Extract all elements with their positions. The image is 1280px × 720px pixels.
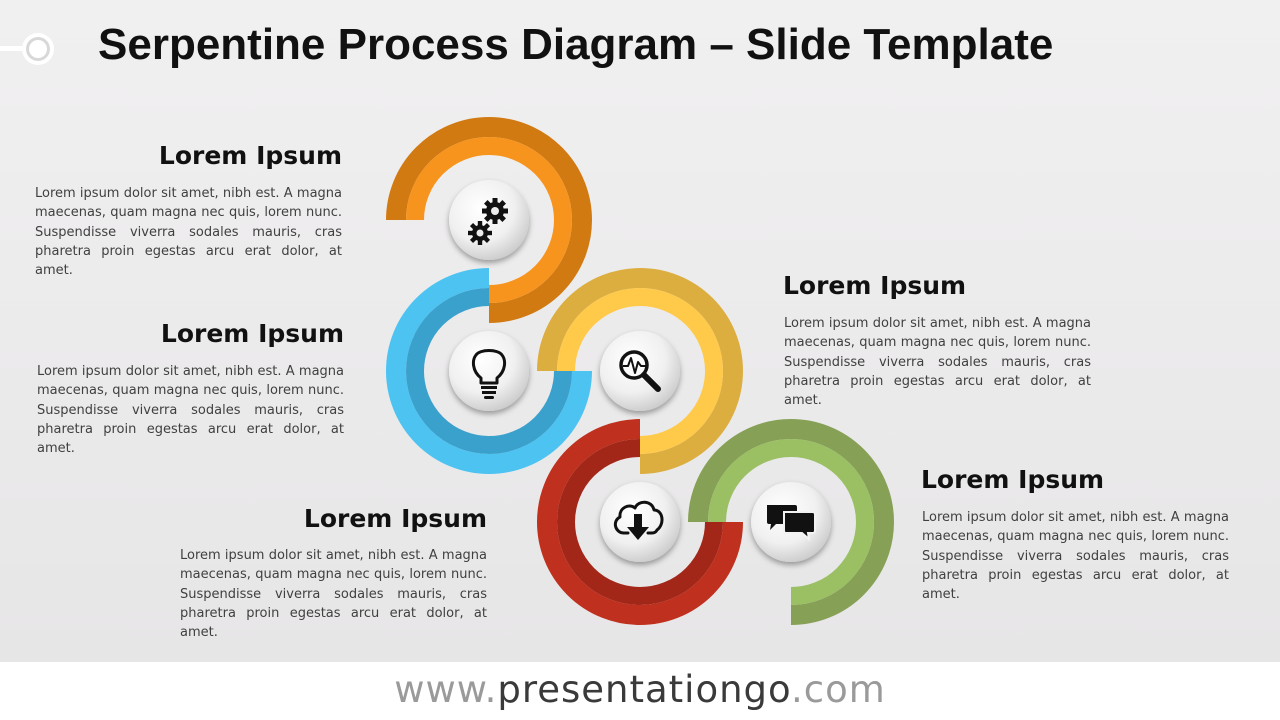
chat-bubbles-button xyxy=(751,482,831,562)
red-arc xyxy=(537,419,743,625)
cloud-download-icon xyxy=(613,500,664,540)
footer-band xyxy=(0,662,1280,720)
cloud-download-button xyxy=(600,482,680,562)
magnifier-pulse-button xyxy=(600,331,680,411)
green-arc xyxy=(688,419,894,625)
yellow-arc xyxy=(537,268,743,474)
magnifier-pulse-icon xyxy=(619,350,661,392)
footer-url[interactable]: www.presentationgo.com xyxy=(0,668,1280,711)
blue-arc xyxy=(386,268,592,474)
slide-title: Serpentine Process Diagram – Slide Templ… xyxy=(98,20,1054,69)
pin-icon xyxy=(0,33,54,65)
item-2-heading: Lorem Ipsum xyxy=(160,319,344,348)
item-2-text: Lorem ipsum dolor sit amet, nibh est. A … xyxy=(37,364,344,457)
item-4-heading: Lorem Ipsum xyxy=(303,504,487,533)
gears-button xyxy=(449,180,529,260)
item-3-heading: Lorem Ipsum xyxy=(783,271,967,300)
serpentine-diagram xyxy=(386,117,894,625)
footer-url-suffix: .com xyxy=(791,668,886,711)
lightbulb-button xyxy=(449,331,529,411)
item-1-text: Lorem ipsum dolor sit amet, nibh est. A … xyxy=(35,186,342,279)
item-3-text: Lorem ipsum dolor sit amet, nibh est. A … xyxy=(784,316,1091,409)
footer-url-brand: presentationgo xyxy=(497,668,792,711)
orange-arc xyxy=(386,117,592,323)
item-5-text: Lorem ipsum dolor sit amet, nibh est. A … xyxy=(922,510,1229,603)
footer-url-prefix: www. xyxy=(394,668,498,711)
item-5-heading: Lorem Ipsum xyxy=(921,465,1105,494)
gears-icon xyxy=(468,198,508,245)
slide: Serpentine Process Diagram – Slide Templ… xyxy=(0,20,1229,641)
lightbulb-icon xyxy=(471,349,507,399)
chat-bubbles-icon xyxy=(767,505,816,542)
item-1-heading: Lorem Ipsum xyxy=(158,141,342,170)
item-4-text: Lorem ipsum dolor sit amet, nibh est. A … xyxy=(180,548,487,641)
